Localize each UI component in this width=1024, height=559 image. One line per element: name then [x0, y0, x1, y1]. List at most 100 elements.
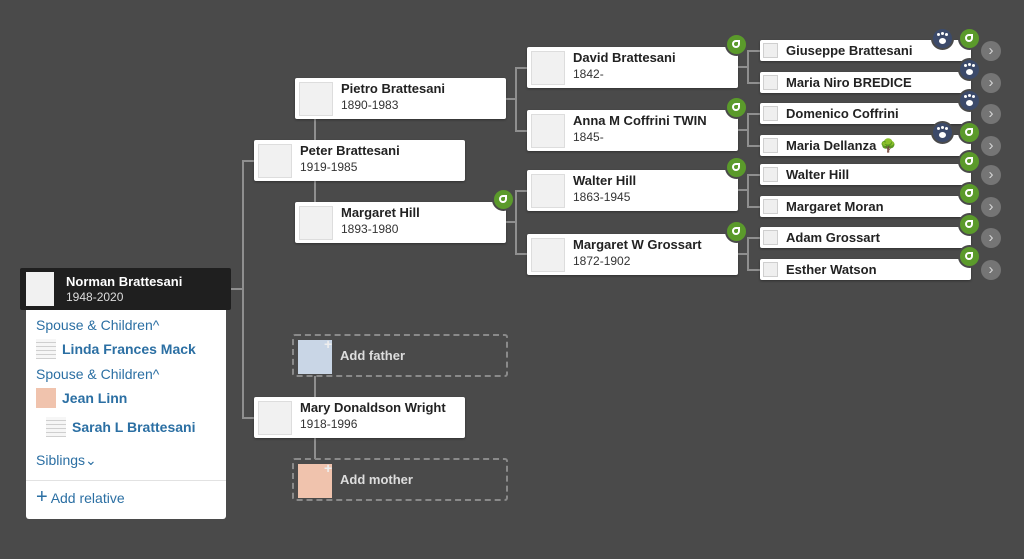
plus-icon: + — [324, 336, 333, 352]
ancestor-card[interactable]: Walter Hill — [760, 164, 971, 185]
expand-chevron-icon[interactable]: › — [981, 165, 1001, 185]
connector — [738, 189, 748, 191]
chevron-down-icon: ⌄ — [85, 452, 97, 468]
expand-chevron-icon[interactable]: › — [981, 73, 1001, 93]
record-thumbnail — [531, 51, 565, 85]
hint-leaf-icon[interactable] — [725, 33, 748, 56]
grandparent-card[interactable]: Margaret Hill 1893-1980 — [295, 202, 506, 243]
connector — [314, 376, 316, 398]
person-name: Margaret Moran — [786, 199, 884, 214]
grandparent-card[interactable]: Pietro Brattesani 1890-1983 — [295, 78, 506, 119]
add-mother-button[interactable]: + Add mother — [292, 458, 508, 501]
ancestor-card[interactable]: Domenico Coffrini — [760, 103, 971, 124]
record-thumbnail — [763, 43, 778, 58]
record-thumbnail — [26, 272, 54, 306]
hint-leaf-icon[interactable] — [958, 213, 981, 236]
record-thumbnail — [36, 339, 56, 359]
hint-leaf-icon[interactable] — [725, 156, 748, 179]
great-grandparent-card[interactable]: David Brattesani 1842- — [527, 47, 738, 88]
expand-chevron-icon[interactable]: › — [981, 104, 1001, 124]
person-name: Giuseppe Brattesani — [786, 43, 913, 58]
connector — [747, 50, 749, 83]
record-thumbnail — [46, 417, 66, 437]
child-link[interactable]: Sarah L Brattesani — [72, 419, 196, 435]
expand-chevron-icon[interactable]: › — [981, 260, 1001, 280]
great-grandparent-card[interactable]: Walter Hill 1863-1945 — [527, 170, 738, 211]
connector — [747, 174, 749, 207]
add-father-button[interactable]: + Add father — [292, 334, 508, 377]
connector — [515, 67, 527, 69]
connector — [314, 118, 316, 140]
ancestor-card[interactable]: Maria Dellanza 🌳 — [760, 135, 971, 156]
person-dates: 1948-2020 — [66, 290, 124, 304]
record-thumbnail — [763, 106, 778, 121]
person-name: Adam Grossart — [786, 230, 880, 245]
hint-leaf-icon[interactable] — [958, 121, 981, 144]
hint-leaf-icon[interactable] — [958, 27, 981, 50]
hint-leaf-icon[interactable] — [492, 188, 515, 211]
person-name: David Brattesani — [573, 50, 676, 65]
spouse-link-1[interactable]: Linda Frances Mack — [62, 341, 196, 357]
expand-chevron-icon[interactable]: › — [981, 41, 1001, 61]
spouse-children-toggle-2[interactable]: Spouse & Children^ — [36, 366, 160, 382]
siblings-toggle[interactable]: Siblings⌄ — [36, 452, 97, 468]
dna-match-icon[interactable] — [958, 89, 981, 112]
expand-chevron-icon[interactable]: › — [981, 197, 1001, 217]
connector — [231, 288, 243, 290]
person-name: Norman Brattesani — [66, 274, 183, 289]
record-thumbnail — [763, 138, 778, 153]
connector — [738, 253, 748, 255]
spouse-link-2[interactable]: Jean Linn — [62, 390, 128, 406]
connector — [242, 160, 244, 418]
hint-leaf-icon[interactable] — [958, 245, 981, 268]
hint-leaf-icon[interactable] — [958, 182, 981, 205]
expand-chevron-icon[interactable]: › — [981, 228, 1001, 248]
connector — [747, 174, 760, 176]
add-relative-button[interactable]: +Add relative — [36, 486, 125, 508]
add-mother-label: Add mother — [340, 472, 413, 487]
expand-chevron-icon[interactable]: › — [981, 136, 1001, 156]
focus-person-card[interactable]: Norman Brattesani 1948-2020 — [20, 268, 231, 310]
hint-leaf-icon[interactable] — [725, 96, 748, 119]
record-thumbnail — [531, 114, 565, 148]
person-name: Maria Dellanza 🌳 — [786, 138, 897, 153]
connector — [242, 417, 254, 419]
plus-icon: + — [36, 486, 48, 508]
great-grandparent-card[interactable]: Anna M Coffrini TWIN 1845- — [527, 110, 738, 151]
person-dates: 1872-1902 — [573, 254, 631, 268]
chevron-up-icon: ^ — [152, 366, 160, 382]
hint-leaf-icon[interactable] — [725, 220, 748, 243]
dna-match-icon[interactable] — [958, 58, 981, 81]
tree-icon: 🌳 — [879, 138, 897, 153]
dna-match-icon[interactable] — [931, 121, 954, 144]
female-avatar-icon — [763, 199, 778, 214]
female-avatar-icon — [298, 464, 332, 498]
great-grandparent-card[interactable]: Margaret W Grossart 1872-1902 — [527, 234, 738, 275]
person-name: Walter Hill — [573, 173, 637, 188]
male-avatar-icon — [298, 340, 332, 374]
male-avatar-icon — [763, 230, 778, 245]
ancestor-card[interactable]: Maria Niro BREDICE — [760, 72, 971, 93]
male-avatar-icon — [763, 167, 778, 182]
spouse-children-toggle-1[interactable]: Spouse & Children^ — [36, 317, 160, 333]
record-thumbnail — [258, 401, 292, 435]
parent-card-mother[interactable]: Mary Donaldson Wright 1918-1996 — [254, 397, 465, 438]
connector — [747, 237, 749, 270]
person-name: Pietro Brattesani — [341, 81, 446, 96]
connector — [242, 160, 254, 162]
add-father-label: Add father — [340, 348, 405, 363]
ancestor-card[interactable]: Margaret Moran — [760, 196, 971, 217]
divider — [26, 480, 226, 481]
dna-match-icon[interactable] — [931, 27, 954, 50]
ancestor-card[interactable]: Esther Watson — [760, 259, 971, 280]
chevron-up-icon: ^ — [152, 317, 160, 333]
ancestor-card[interactable]: Adam Grossart — [760, 227, 971, 248]
connector — [515, 253, 527, 255]
person-dates: 1890-1983 — [341, 98, 399, 112]
connector — [747, 82, 760, 84]
hint-leaf-icon[interactable] — [958, 150, 981, 173]
parent-card-father[interactable]: Peter Brattesani 1919-1985 — [254, 140, 465, 181]
person-name: Walter Hill — [786, 167, 850, 182]
female-avatar-icon — [531, 238, 565, 272]
ancestor-card[interactable]: Giuseppe Brattesani — [760, 40, 971, 61]
